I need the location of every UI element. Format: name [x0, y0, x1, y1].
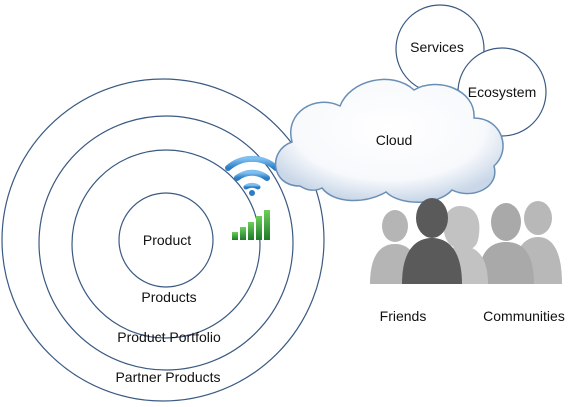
friends-label: Friends [380, 308, 427, 324]
ring-products [71, 149, 261, 339]
ring-group [1, 78, 325, 402]
wifi-icon [225, 155, 279, 196]
signal-bars-icon [232, 210, 270, 240]
ring-partner-products [1, 78, 325, 402]
communities-label: Communities [483, 308, 565, 324]
services-label: Services [410, 39, 464, 55]
ecosystem-label: Ecosystem [468, 84, 536, 100]
partner-products-label: Partner Products [115, 369, 220, 385]
ring-product-portfolio [38, 115, 294, 371]
product-label: Product [143, 232, 191, 248]
cloud-label: Cloud [376, 132, 413, 148]
cloud-shape [275, 78, 504, 203]
products-label: Products [141, 289, 196, 305]
people-silhouettes-icon [370, 198, 562, 284]
ring-product [118, 192, 214, 288]
product-portfolio-label: Product Portfolio [117, 329, 221, 345]
